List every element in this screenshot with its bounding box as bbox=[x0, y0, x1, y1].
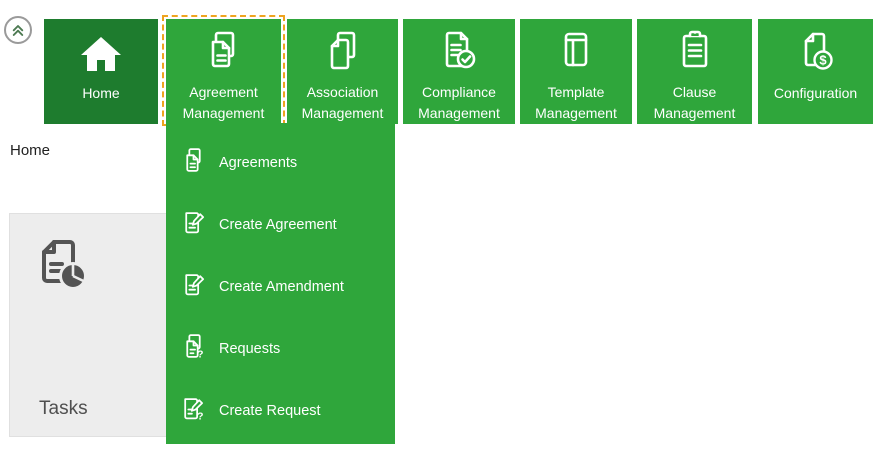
agreements-docs-icon bbox=[180, 147, 207, 179]
tab-agreement-management[interactable]: Agreement Management bbox=[166, 19, 281, 124]
menu-item-label: Create Agreement bbox=[219, 217, 337, 233]
tasks-label: Tasks bbox=[39, 398, 88, 419]
requests-docs-question-icon: ? bbox=[180, 333, 207, 365]
tab-label: Clause Management bbox=[653, 84, 736, 121]
create-amendment-pencil-icon bbox=[180, 271, 207, 303]
tasks-report-pie-icon bbox=[28, 234, 92, 303]
agreement-management-dropdown: Agreements Create Agreement bbox=[166, 123, 395, 444]
menu-item-create-request[interactable]: ? Create Request bbox=[166, 380, 395, 442]
menu-item-label: Create Amendment bbox=[219, 279, 344, 295]
tab-configuration[interactable]: $ Configuration bbox=[758, 19, 873, 124]
svg-text:?: ? bbox=[197, 349, 203, 360]
compliance-check-doc-icon bbox=[403, 19, 515, 80]
clause-clipboard-icon bbox=[637, 19, 752, 80]
svg-text:?: ? bbox=[197, 411, 203, 422]
tab-compliance-management[interactable]: Compliance Management bbox=[403, 19, 515, 124]
tab-label: Compliance Management bbox=[418, 84, 500, 121]
create-agreement-pencil-icon bbox=[180, 209, 207, 241]
tab-label: Configuration bbox=[773, 85, 858, 101]
template-grid-icon bbox=[520, 19, 632, 80]
breadcrumb-home-link[interactable]: Home bbox=[10, 142, 51, 159]
create-request-pencil-question-icon: ? bbox=[180, 395, 207, 427]
menu-item-agreements[interactable]: Agreements bbox=[166, 132, 395, 194]
tab-association-management[interactable]: Association Management bbox=[287, 19, 398, 124]
home-icon bbox=[44, 19, 158, 81]
tab-label: Home bbox=[82, 85, 120, 101]
svg-text:$: $ bbox=[819, 52, 827, 67]
menu-item-requests[interactable]: ? Requests bbox=[166, 318, 395, 380]
tab-label: Agreement Management bbox=[182, 84, 265, 121]
tab-clause-management[interactable]: Clause Management bbox=[637, 19, 752, 124]
menu-item-label: Agreements bbox=[219, 155, 298, 171]
double-chevron-up-icon bbox=[6, 17, 30, 44]
tab-template-management[interactable]: Template Management bbox=[520, 19, 632, 124]
menu-item-create-agreement[interactable]: Create Agreement bbox=[166, 194, 395, 256]
menu-item-label: Create Request bbox=[219, 403, 321, 419]
tab-home[interactable]: Home bbox=[44, 19, 158, 124]
collapse-ribbon-button[interactable] bbox=[4, 16, 32, 44]
menu-item-label: Requests bbox=[219, 341, 281, 357]
association-docs-icon bbox=[287, 19, 398, 80]
tasks-tile[interactable]: Tasks bbox=[9, 213, 176, 437]
tab-label: Template Management bbox=[535, 84, 617, 121]
configuration-currency-doc-icon: $ bbox=[758, 19, 873, 81]
agreement-docs-icon bbox=[166, 19, 281, 80]
tab-label: Association Management bbox=[301, 84, 384, 121]
menu-item-create-amendment[interactable]: Create Amendment bbox=[166, 256, 395, 318]
